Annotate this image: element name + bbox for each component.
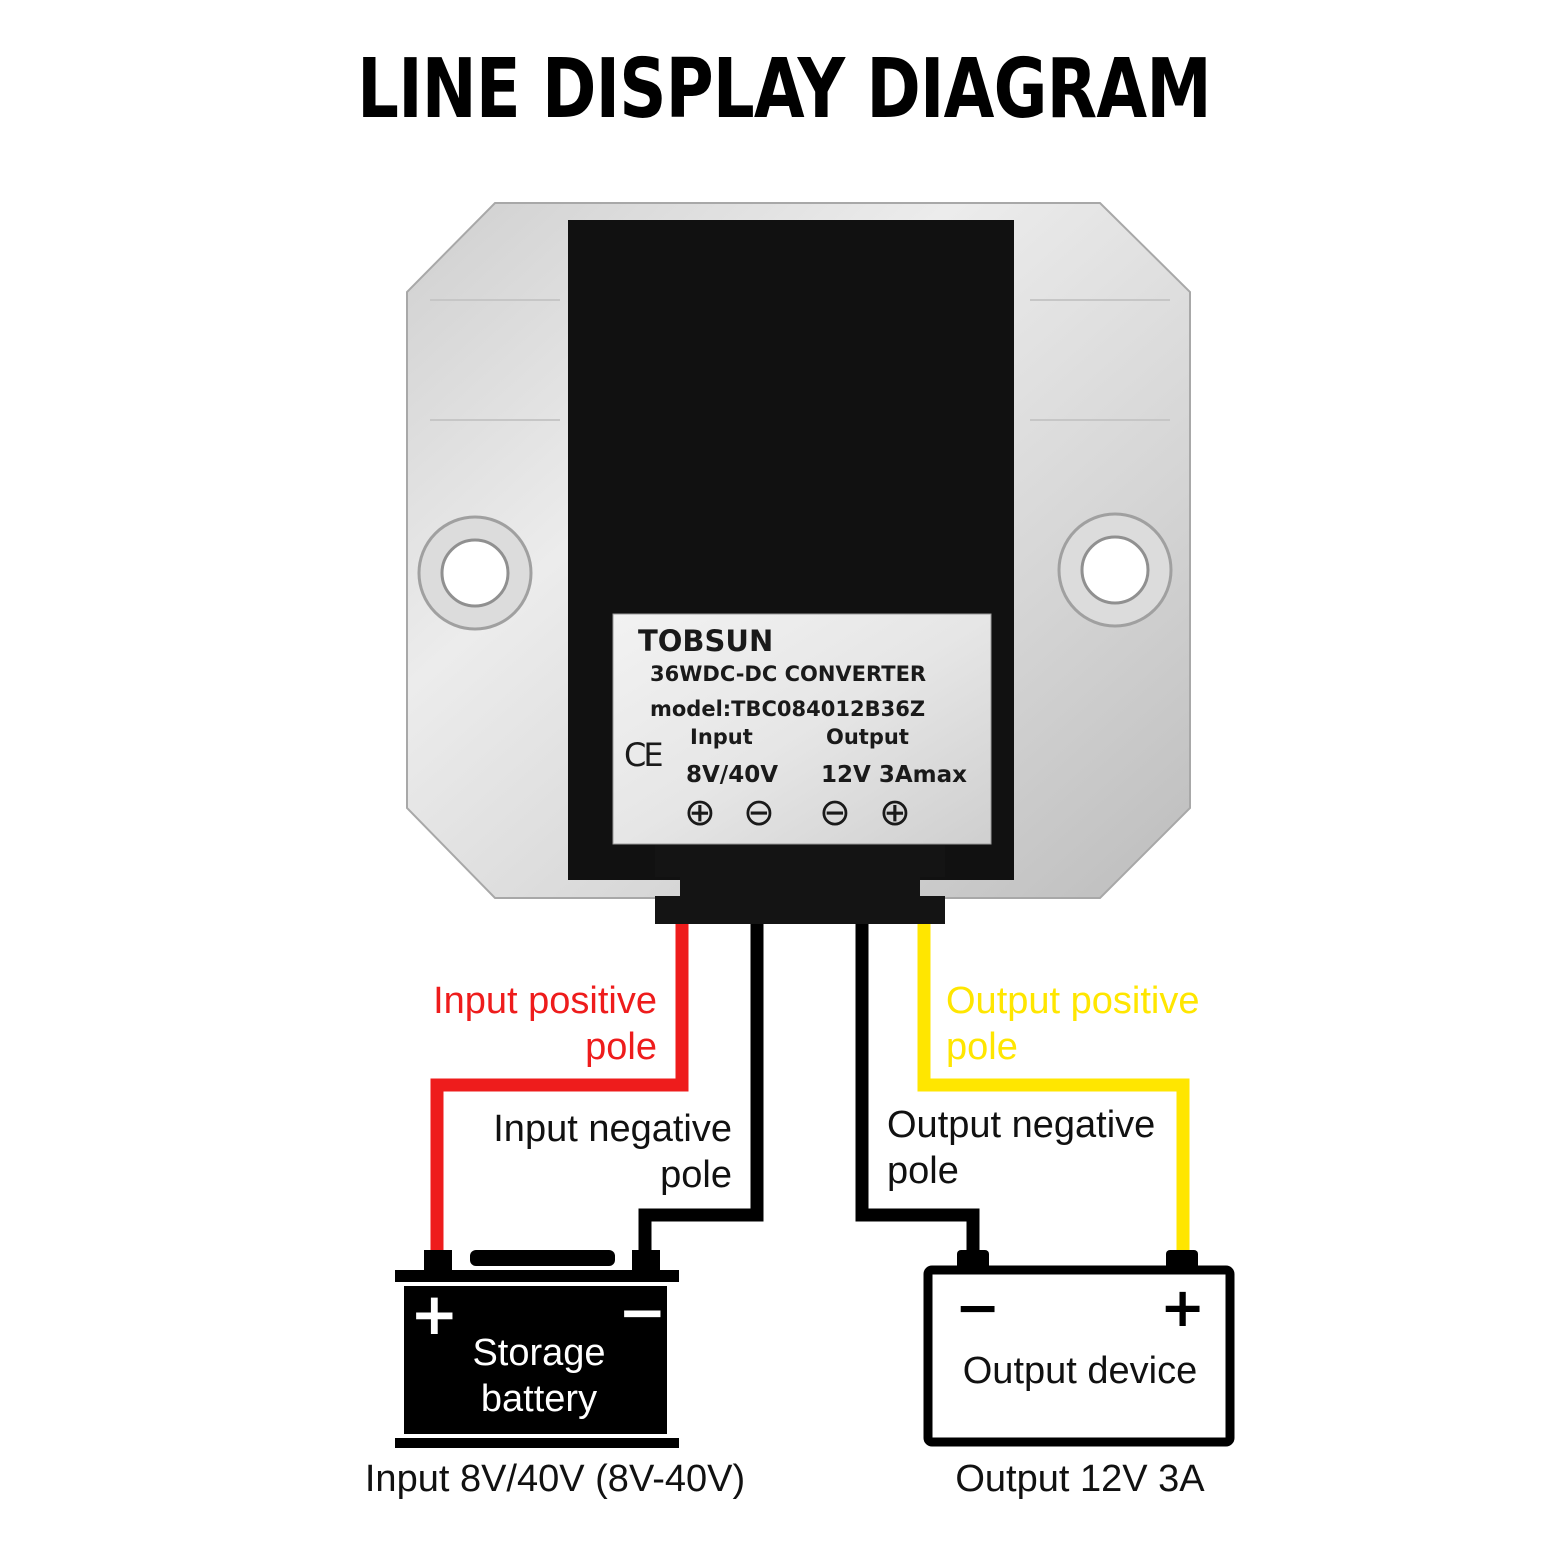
battery-caption: Input 8V/40V (8V-40V) [364,1458,746,1500]
ce-mark: CE [624,736,664,774]
battery-plus-icon: + [410,1280,459,1348]
output-device [923,1250,1235,1447]
input-negative-wire [638,924,764,1255]
battery-minus-icon: − [618,1278,667,1346]
mounting-hole-left [417,515,533,631]
input-positive-wire [430,924,689,1255]
output-negative-wire [855,924,980,1255]
terminal-output-minus-icon: ⊖ [819,790,851,834]
output-positive-wire [917,924,1190,1255]
output-negative-label: Output negative pole [887,1104,1156,1192]
label-product: 36WDC-DC CONVERTER [650,662,927,686]
device-plus-icon: + [1160,1276,1206,1339]
terminal-input-minus-icon: ⊖ [743,790,775,834]
label-output-heading: Output [826,725,909,749]
label-output-value: 12V 3Amax [821,762,967,788]
label-input-value: 8V/40V [686,762,779,788]
input-negative-label: Input negative pole [493,1108,732,1196]
terminal-output-plus-icon: ⊕ [879,790,911,834]
cable-boot [655,845,945,924]
device-caption: Output 12V 3A [955,1458,1205,1500]
housing-fins [430,299,1170,421]
label-model: model:TBC084012B36Z [650,697,926,721]
page-title: LINE DISPLAY DIAGRAM [357,42,1211,137]
storage-battery [395,1250,679,1448]
device-name: Output device [962,1350,1198,1392]
module-label-plate [612,613,992,845]
input-positive-label: Input positive pole [433,980,657,1068]
output-positive-label: Output positive pole [946,980,1200,1068]
device-minus-icon: − [955,1276,1001,1339]
battery-name: Storage battery [472,1332,606,1420]
label-brand: TOBSUN [638,624,774,658]
mounting-hole-right [1057,512,1173,628]
label-input-heading: Input [690,725,753,749]
terminal-input-plus-icon: ⊕ [684,790,716,834]
